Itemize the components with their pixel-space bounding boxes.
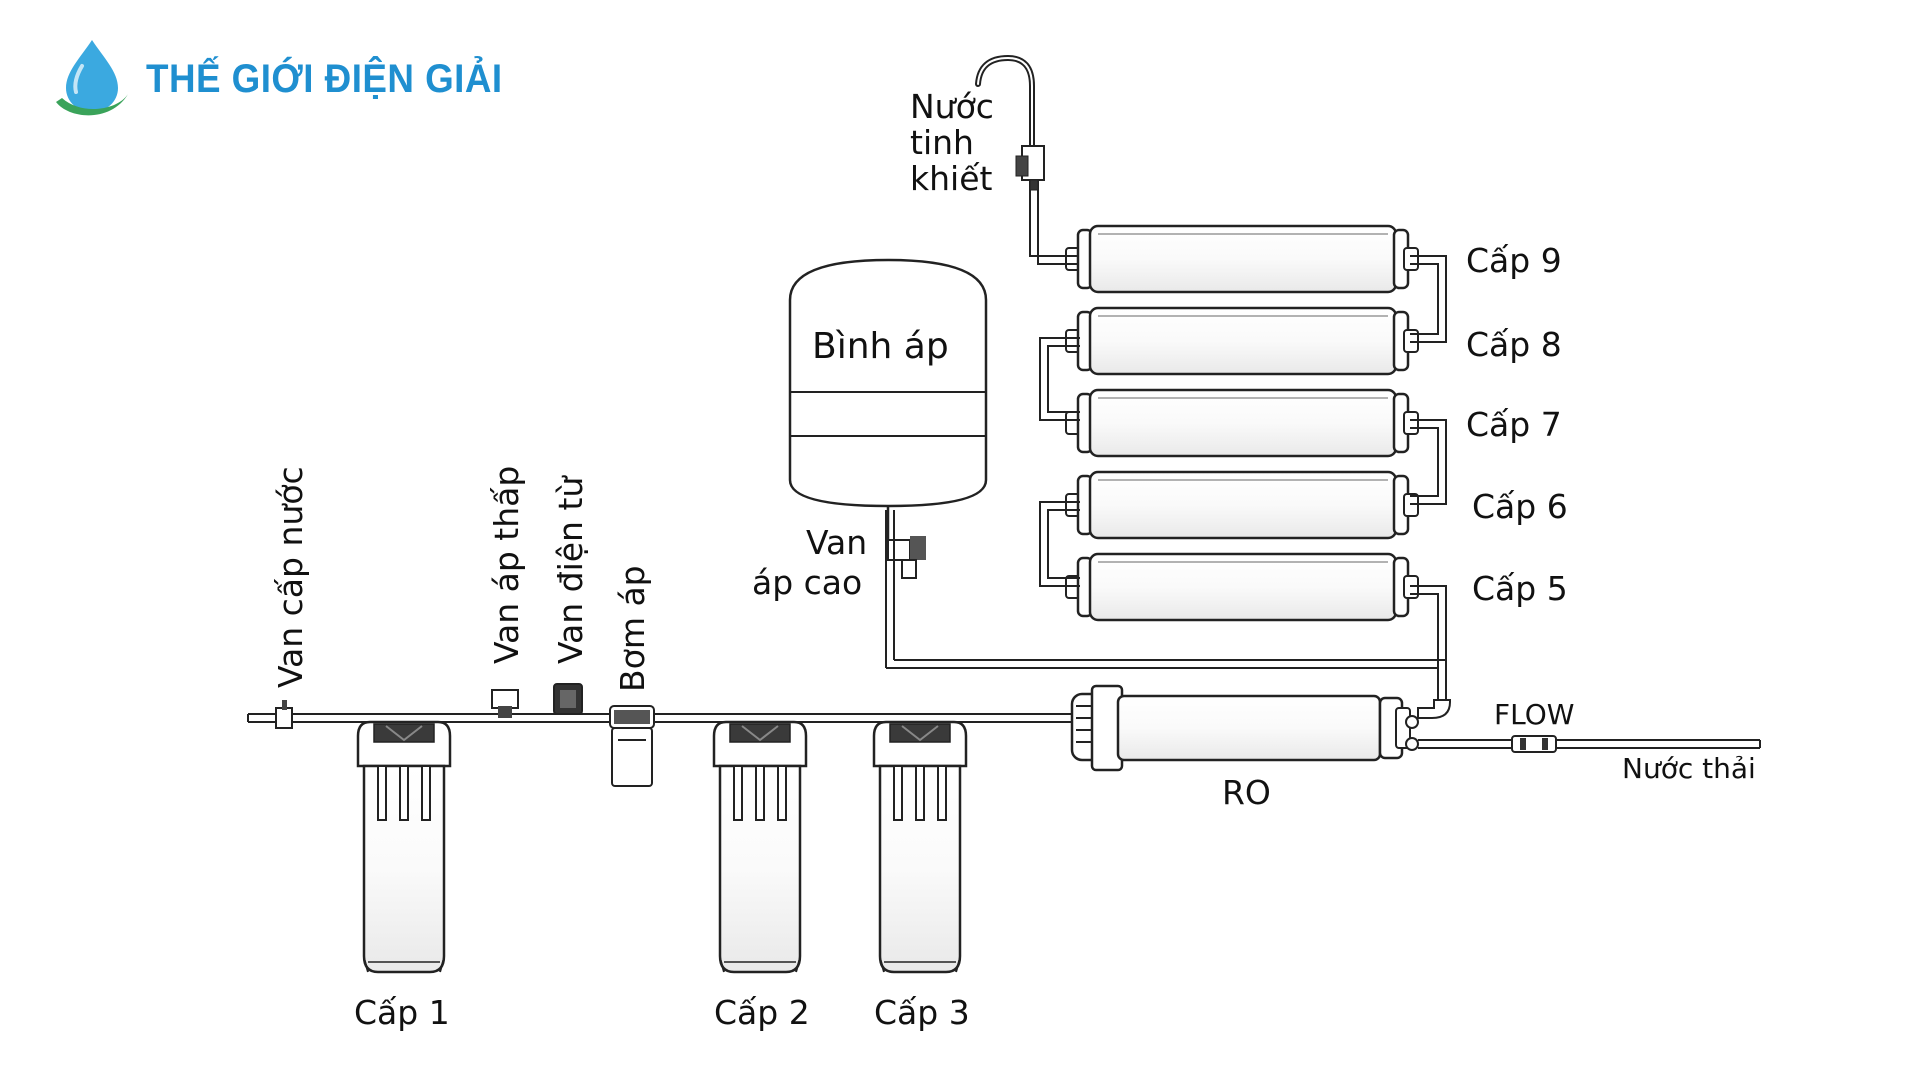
label-van-ap-cao-2: áp cao [752, 563, 862, 602]
post-filter-stack [1065, 224, 1419, 622]
label-binh-ap: Bình áp [812, 326, 949, 367]
post-filter-cap-5 [1065, 552, 1419, 622]
booster-pump-icon [609, 705, 655, 787]
label-van-ap-thap: Van áp thấp [487, 466, 526, 664]
post-filter-cap-8 [1065, 306, 1419, 376]
feed-valve-icon [275, 700, 293, 729]
label-cap-8: Cấp 8 [1466, 325, 1562, 364]
post-filter-cap-6 [1065, 470, 1419, 540]
water-drop-logo-icon [56, 40, 128, 116]
label-bom-ap: Bơm áp [613, 565, 652, 692]
housing-cap-3 [872, 720, 968, 974]
post-filter-connectors [1029, 168, 1447, 668]
label-cap-5: Cấp 5 [1472, 569, 1568, 608]
label-nuoc-1: Nước [910, 87, 994, 126]
label-cap-6: Cấp 6 [1472, 487, 1568, 526]
post-filter-cap-9 [1065, 224, 1419, 294]
waste-pipe [1418, 739, 1761, 749]
solenoid-valve-icon [553, 683, 583, 715]
post-filter-cap-7 [1065, 388, 1419, 458]
faucet-icon [975, 54, 1045, 191]
label-cap-9: Cấp 9 [1466, 241, 1562, 280]
label-nuoc-thai: Nước thải [1622, 752, 1756, 785]
low-pressure-switch-icon [491, 689, 519, 718]
label-cap-2: Cấp 2 [714, 993, 810, 1032]
brand-logo: THẾ GIỚI ĐIỆN GIẢI [52, 34, 534, 124]
label-nuoc-3: khiết [910, 159, 992, 198]
label-flow: FLOW [1494, 698, 1574, 731]
label-cap-1: Cấp 1 [354, 993, 450, 1032]
label-van-ap-cao-1: Van [806, 523, 867, 562]
label-cap-7: Cấp 7 [1466, 405, 1562, 444]
ro-membrane [1070, 684, 1451, 772]
pressure-tank [788, 258, 988, 540]
label-cap-3: Cấp 3 [874, 993, 970, 1032]
brand-name: THẾ GIỚI ĐIỆN GIẢI [146, 56, 503, 101]
label-van-cap-nuoc: Van cấp nước [271, 466, 310, 688]
housing-cap-1 [356, 720, 452, 974]
label-nuoc-2: tinh [910, 123, 974, 162]
housing-cap-2 [712, 720, 808, 974]
label-ro: RO [1222, 773, 1271, 812]
tank-return-pipe [885, 510, 1447, 702]
label-van-dien-tu: Van điện từ [551, 475, 590, 664]
flow-restrictor-icon [1511, 735, 1557, 753]
